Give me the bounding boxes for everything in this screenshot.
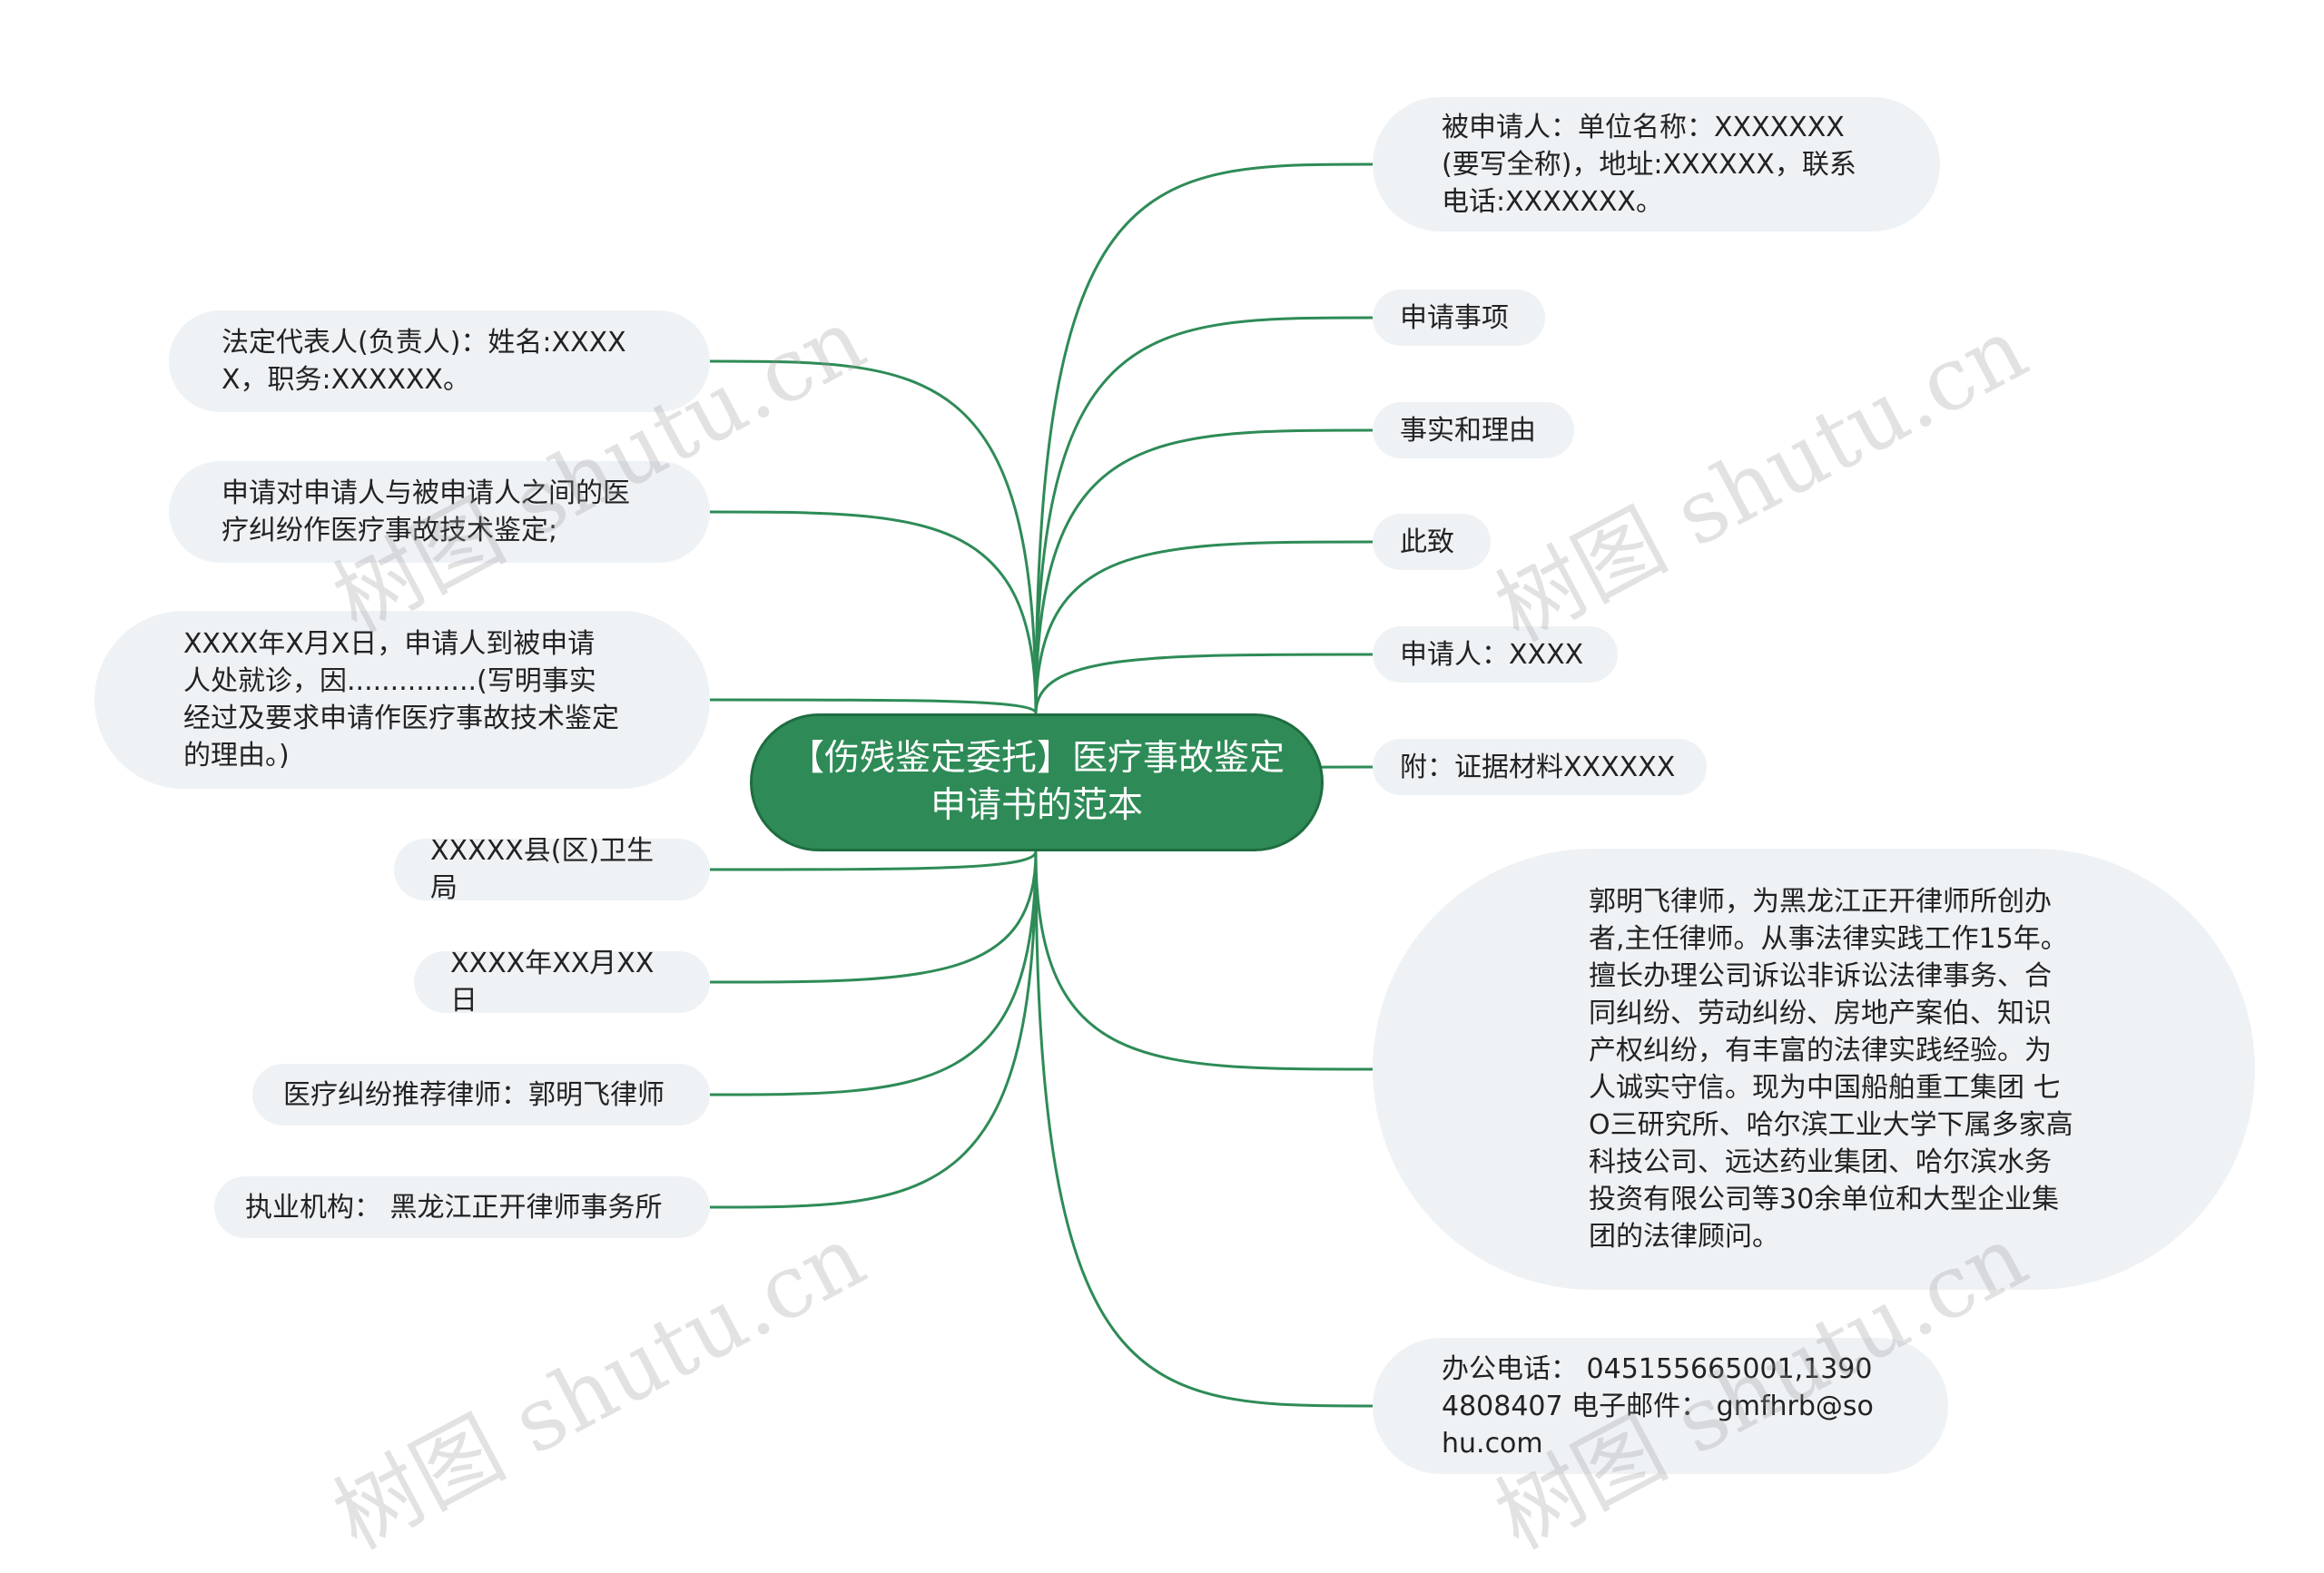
connector-line bbox=[1034, 850, 1374, 1408]
connector-line bbox=[709, 850, 1038, 984]
connector-line bbox=[709, 698, 1038, 714]
topic-node-apply-item[interactable]: 申请事项 bbox=[1373, 290, 1545, 346]
topic-label: 事实和理由 bbox=[1400, 414, 1536, 447]
connector-line bbox=[1034, 540, 1374, 714]
topic-node-lawyer-profile[interactable]: 郭明飞律师，为黑龙江正开律师所创办者,主任律师。从事法律实践工作15年。擅长办理… bbox=[1373, 849, 2255, 1290]
topic-label: 法定代表人(负责人)：姓名:XXXXX，职务:XXXXXX。 bbox=[222, 327, 626, 396]
topic-node-request[interactable]: 申请对申请人与被申请人之间的医疗纠纷作医疗事故技术鉴定; bbox=[169, 461, 710, 563]
connector-line bbox=[1034, 653, 1374, 714]
connector-line bbox=[709, 510, 1038, 714]
topic-node-firm[interactable]: 执业机构： 黑龙江正开律师事务所 bbox=[214, 1176, 710, 1238]
connector-line bbox=[709, 850, 1038, 1209]
topic-node-recommended-lawyer[interactable]: 医疗纠纷推荐律师：郭明飞律师 bbox=[252, 1064, 710, 1126]
topic-node-salutation[interactable]: 此致 bbox=[1373, 514, 1491, 570]
topic-label: 医疗纠纷推荐律师：郭明飞律师 bbox=[283, 1078, 665, 1111]
connector-line bbox=[709, 850, 1038, 1096]
topic-label: XXXX年XX月XX日 bbox=[450, 948, 655, 1017]
connector-line bbox=[709, 850, 1038, 871]
topic-label: 附：证据材料XXXXXX bbox=[1400, 751, 1676, 783]
connector-line bbox=[1034, 850, 1374, 1071]
topic-node-attachment[interactable]: 附：证据材料XXXXXX bbox=[1373, 739, 1707, 795]
connector-line bbox=[1034, 428, 1374, 714]
topic-label: 执业机构： 黑龙江正开律师事务所 bbox=[245, 1191, 663, 1224]
connector-line bbox=[1034, 316, 1374, 714]
topic-node-facts-detail[interactable]: XXXX年X月X日，申请人到被申请人处就诊，因...............(写… bbox=[94, 611, 710, 789]
topic-node-contact[interactable]: 办公电话： 045155665001,13904808407 电子邮件： gmf… bbox=[1373, 1338, 1948, 1474]
root-topic-label: 【伤残鉴定委托】医疗事故鉴定申请书的范本 bbox=[789, 738, 1285, 826]
topic-label: 申请对申请人与被申请人之间的医疗纠纷作医疗事故技术鉴定; bbox=[222, 477, 630, 546]
topic-label: 郭明飞律师，为黑龙江正开律师所创办者,主任律师。从事法律实践工作15年。擅长办理… bbox=[1589, 886, 2073, 1253]
connector-line bbox=[709, 359, 1038, 714]
topic-label: 被申请人：单位名称：XXXXXXX(要写全称)，地址:XXXXXX，联系电话:X… bbox=[1442, 111, 1856, 218]
topic-node-date[interactable]: XXXX年XX月XX日 bbox=[414, 948, 710, 1017]
topic-label: 申请事项 bbox=[1400, 301, 1509, 334]
topic-node-respondent[interactable]: 被申请人：单位名称：XXXXXXX(要写全称)，地址:XXXXXX，联系电话:X… bbox=[1373, 97, 1940, 231]
topic-node-legal-rep[interactable]: 法定代表人(负责人)：姓名:XXXXX，职务:XXXXXX。 bbox=[169, 310, 710, 412]
connector-line bbox=[1034, 162, 1374, 714]
topic-node-applicant[interactable]: 申请人：XXXX bbox=[1373, 626, 1618, 683]
root-topic-node[interactable]: 【伤残鉴定委托】医疗事故鉴定申请书的范本 bbox=[750, 713, 1324, 851]
topic-label: 此致 bbox=[1400, 526, 1454, 558]
topic-label: XXXX年X月X日，申请人到被申请人处就诊，因...............(写… bbox=[183, 628, 619, 772]
topic-label: 申请人：XXXX bbox=[1400, 638, 1584, 671]
topic-node-facts-reasons[interactable]: 事实和理由 bbox=[1373, 402, 1574, 458]
topic-label: XXXXX县(区)卫生局 bbox=[430, 835, 655, 904]
topic-label: 办公电话： 045155665001,13904808407 电子邮件： gmf… bbox=[1442, 1352, 1874, 1460]
topic-node-health-bureau[interactable]: XXXXX县(区)卫生局 bbox=[394, 835, 710, 904]
